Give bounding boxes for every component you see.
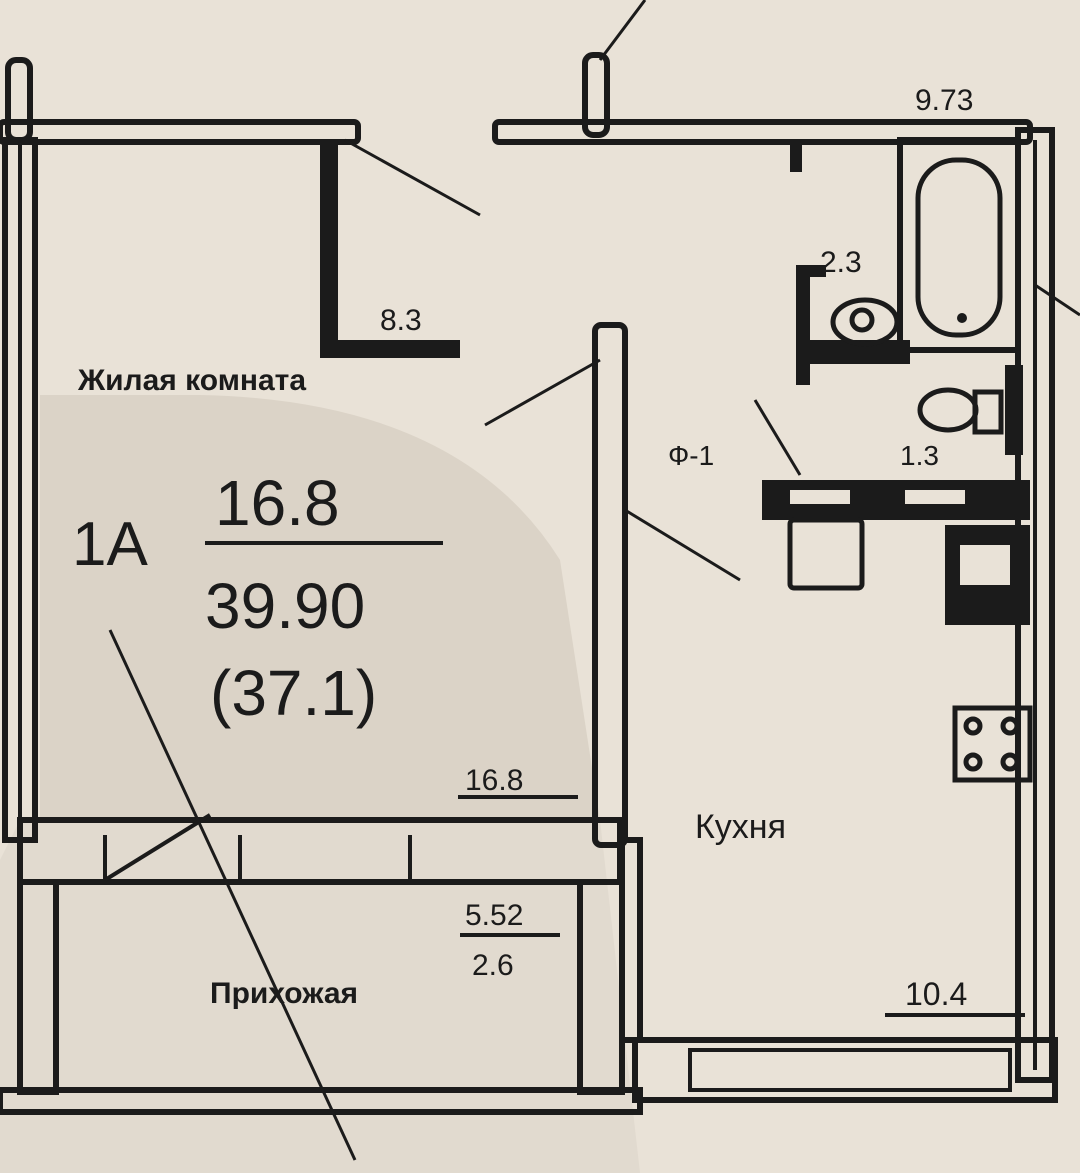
toilet-area-label: 1.3 <box>900 440 939 471</box>
hallway-area-label: 5.52 <box>465 899 523 932</box>
apartment-code-label: 1A <box>72 510 148 579</box>
living-room-name-label: Жилая комната <box>77 364 306 397</box>
living-room-area-label: 16.8 <box>465 764 523 797</box>
bathroom-area-label: 2.3 <box>820 246 862 279</box>
top-dimension-label: 9.73 <box>915 84 973 117</box>
hallway-secondary-area-label: 2.6 <box>472 949 514 982</box>
reduced-area-label: (37.1) <box>210 657 377 729</box>
total-area-label: 39.90 <box>205 570 365 642</box>
closet-area-label: 8.3 <box>380 304 422 337</box>
walls <box>0 52 1058 1115</box>
column-mark-label: Ф-1 <box>668 440 714 471</box>
hallway-name-label: Прихожая <box>210 977 358 1010</box>
stove <box>952 705 1033 783</box>
bathroom-block <box>796 137 1021 385</box>
living-area-large-label: 16.8 <box>215 467 340 539</box>
labels: 9.73 8.3 Жилая комната 2.3 1.3 Ф-1 1A 16… <box>72 84 1025 1017</box>
leader-lines <box>108 0 1080 1161</box>
kitchen-name-label: Кухня <box>695 808 786 846</box>
kitchen-area-label: 10.4 <box>905 976 967 1012</box>
toilet-block <box>762 365 1030 625</box>
photo-shadow <box>0 395 640 1173</box>
